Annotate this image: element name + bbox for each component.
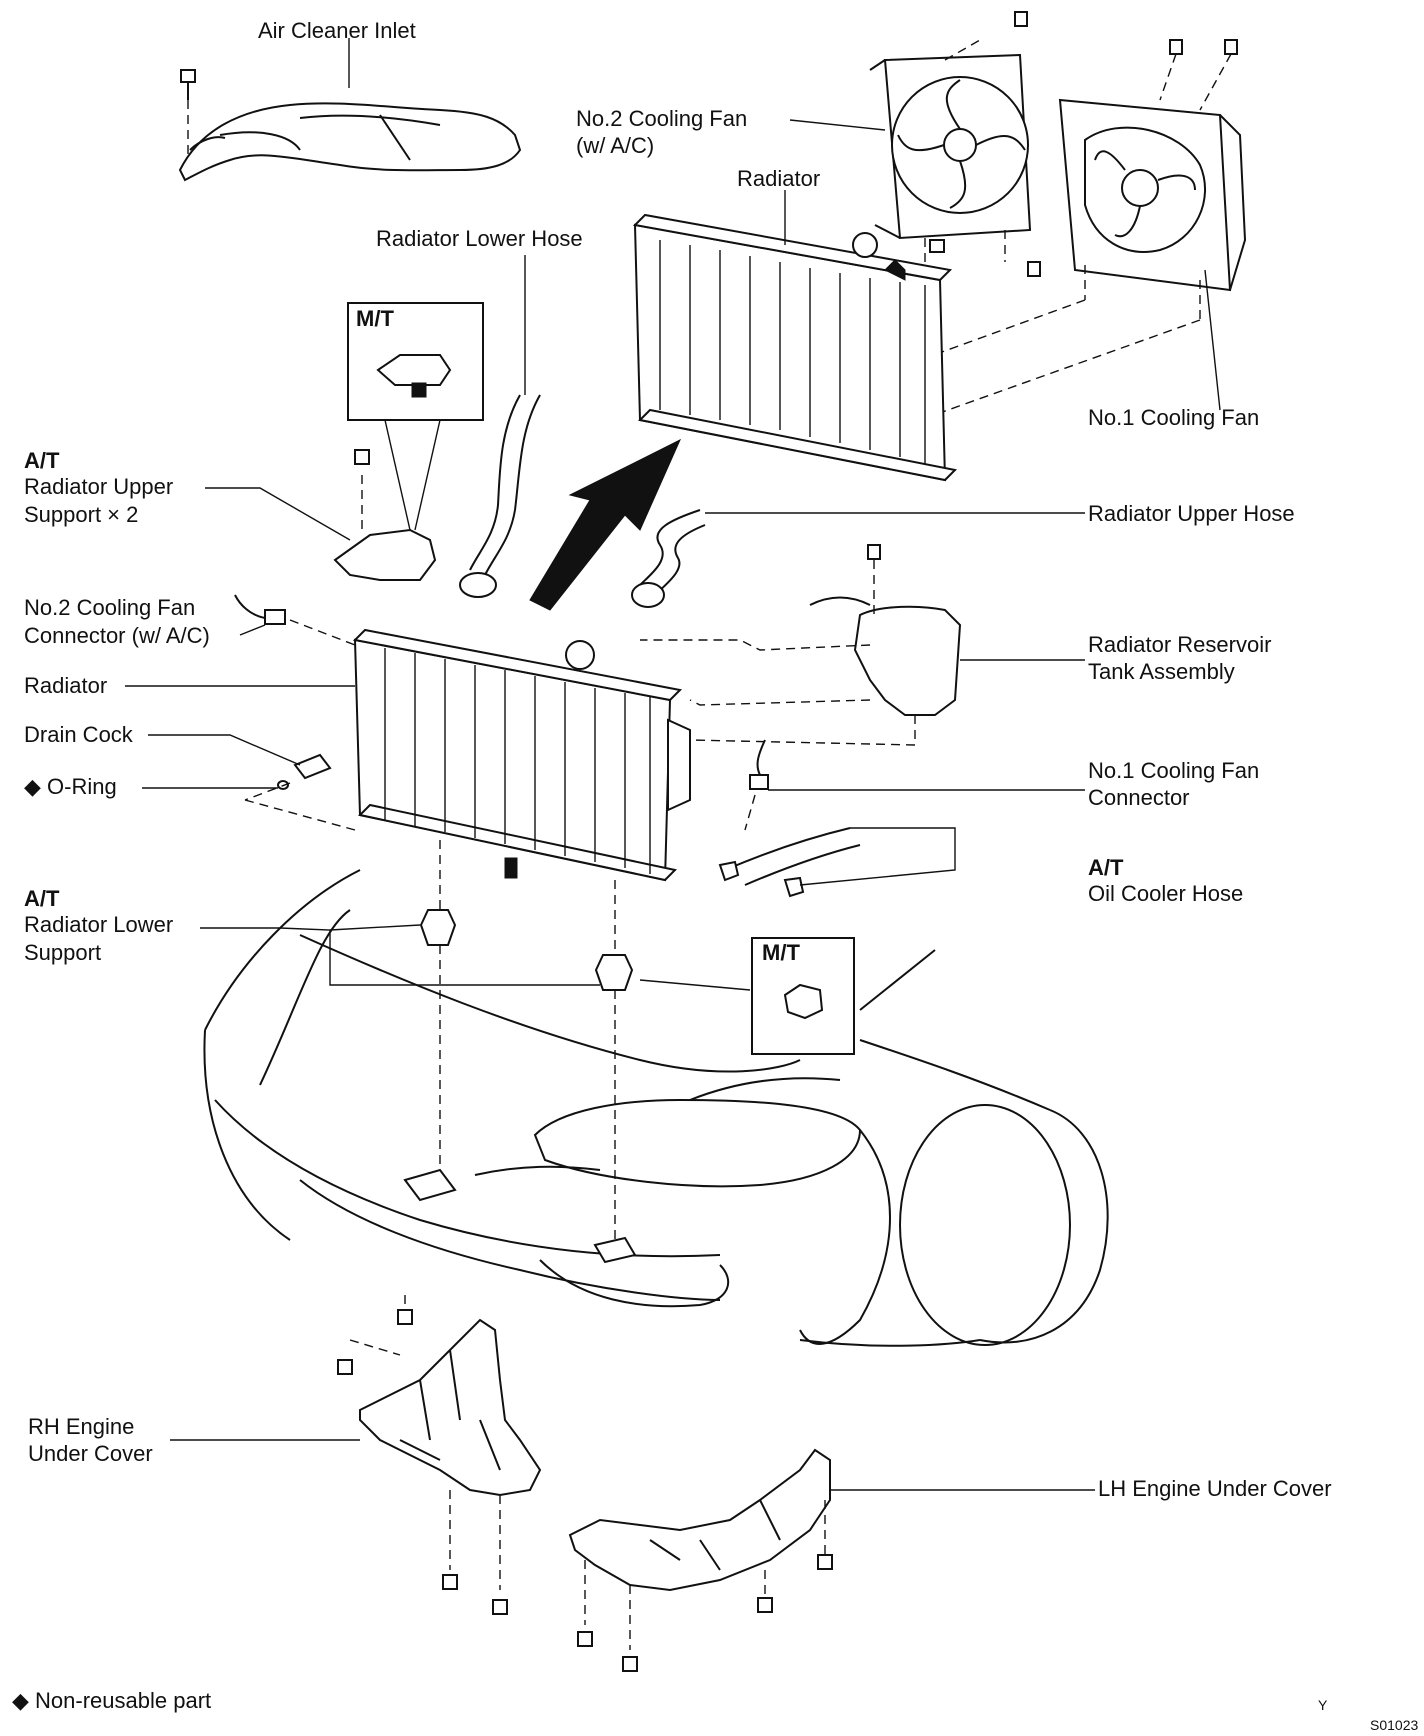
label-radiator-lower-hose: Radiator Lower Hose <box>376 226 583 251</box>
mt-inset-lower <box>639 937 855 1055</box>
reservoir-tank-part <box>640 544 962 746</box>
label-reservoir-assembly: Tank Assembly <box>1088 659 1235 684</box>
upper-radiator-part <box>632 213 958 482</box>
no1-fan-connector-part <box>744 739 769 831</box>
legend-text: Non-reusable part <box>35 1688 212 1713</box>
label-radiator-lower-support-2: Support <box>24 940 102 965</box>
non-reusable-icon: ◆ <box>24 774 41 799</box>
label-lh-under-cover: LH Engine Under Cover <box>1098 1476 1332 1501</box>
label-air-cleaner-inlet: Air Cleaner Inlet <box>258 18 416 43</box>
assembly-arrow <box>529 438 682 611</box>
label-at-oil: A/T <box>1088 855 1124 880</box>
label-no1-fan-connector-2: Connector <box>1088 785 1190 810</box>
leader-upper-support <box>205 487 351 541</box>
label-no2-cooling-fan: No.2 Cooling Fan <box>576 106 748 131</box>
mt-inset-upper <box>347 302 484 531</box>
label-at-lower: A/T <box>24 886 60 911</box>
label-no1-cooling-fan: No.1 Cooling Fan <box>1088 405 1260 430</box>
label-no1-fan-connector: No.1 Cooling Fan <box>1088 758 1260 783</box>
label-rh-under-cover-2: Under Cover <box>28 1441 153 1466</box>
label-at-upper: A/T <box>24 448 60 473</box>
lh-under-cover-part <box>568 1448 833 1672</box>
label-radiator-lower-support: Radiator Lower <box>24 912 174 937</box>
radiator-lower-support-part <box>419 840 634 1240</box>
leader-lower-support-b <box>329 924 421 931</box>
label-no2-cooling-fan-ac: (w/ A/C) <box>576 133 655 158</box>
leader-no2-connector <box>239 624 266 636</box>
leader-oil-cooler <box>799 827 956 886</box>
label-no2-fan-connector: No.2 Cooling Fan <box>24 595 196 620</box>
leader-no2-fan <box>789 119 886 131</box>
label-radiator-upper-support-qty: Support × 2 <box>24 502 139 527</box>
label-o-ring-row: ◆ O-Ring <box>24 774 117 800</box>
no2-cooling-fan-part <box>869 11 1041 277</box>
no1-cooling-fan-part <box>809 39 1247 421</box>
rh-under-cover-part <box>337 1295 542 1615</box>
label-no2-fan-connector-ac: Connector (w/ A/C) <box>24 623 210 648</box>
label-oil-cooler-hose: Oil Cooler Hose <box>1088 881 1244 906</box>
label-radiator-top: Radiator <box>737 166 821 191</box>
oil-cooler-hose-part <box>718 827 861 898</box>
label-reservoir: Radiator Reservoir <box>1088 632 1272 657</box>
legend-row: ◆ Non-reusable part <box>12 1688 211 1714</box>
figure-code: S01023 <box>1370 1717 1419 1733</box>
label-rh-under-cover: RH Engine <box>28 1414 135 1439</box>
air-cleaner-inlet-part <box>178 69 522 182</box>
label-drain-cock: Drain Cock <box>24 722 133 747</box>
radiator-upper-hose-part <box>631 509 706 608</box>
leader-drain-cock <box>148 734 301 766</box>
label-radiator-upper-support: Radiator Upper <box>24 474 174 499</box>
vehicle-body-outline <box>203 869 1109 1347</box>
label-mt-upper: M/T <box>356 306 394 331</box>
label-o-ring: O-Ring <box>47 774 117 799</box>
radiator-lower-hose-part <box>459 394 541 598</box>
label-mt-lower: M/T <box>762 940 800 965</box>
legend-diamond-icon: ◆ <box>12 1688 29 1713</box>
leader-lower-support <box>200 927 600 986</box>
radiator-upper-support-part <box>333 449 437 581</box>
no2-fan-connector-part <box>234 594 356 646</box>
corner-mark: Y <box>1318 1697 1328 1713</box>
drain-cock-part <box>244 753 356 831</box>
main-radiator-part <box>352 628 691 882</box>
label-radiator-mid: Radiator <box>24 673 108 698</box>
leader-no1-fan <box>1204 269 1221 411</box>
label-radiator-upper-hose: Radiator Upper Hose <box>1088 501 1295 526</box>
